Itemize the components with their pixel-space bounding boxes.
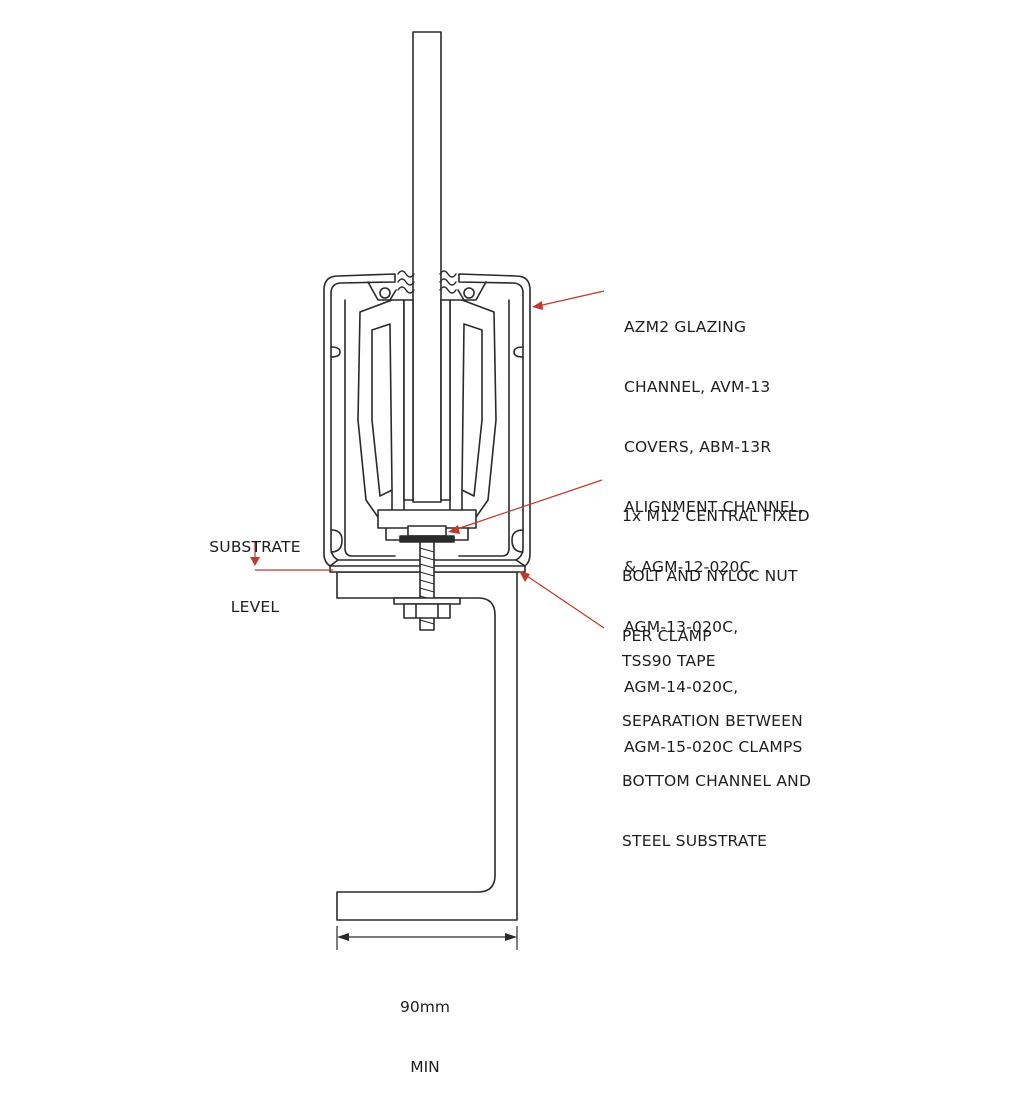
- callout-line: AGM-14-020C,: [624, 678, 739, 696]
- leader-lines: [250, 290, 605, 629]
- callout-line: ALIGNMENT CHANNEL,: [624, 498, 804, 516]
- callout-line: CHANNEL, AVM-13: [624, 378, 771, 396]
- callout-line: COVERS, ABM-13R: [624, 438, 772, 456]
- callout-substrate-level: SUBSTRATE LEVEL: [203, 497, 307, 637]
- steel-substrate-bracket: [336, 571, 518, 921]
- callout-bolt: 1x M12 CENTRAL FIXED BOLT AND NYLOC NUT …: [622, 466, 810, 666]
- callout-line: LEVEL: [230, 598, 280, 616]
- section-drawing: [250, 31, 605, 950]
- callout-glazing-channel: AZM2 GLAZING CHANNEL, AVM-13 COVERS, ABM…: [624, 277, 804, 777]
- top-gaskets: [397, 270, 457, 294]
- leader-glazing-channel: [532, 290, 605, 310]
- callout-line: TSS90 TAPE: [622, 652, 716, 670]
- callout-tape: TSS90 TAPE SEPARATION BETWEEN BOTTOM CHA…: [622, 611, 811, 871]
- dimension-90mm: [336, 926, 518, 950]
- callout-line: STEEL SUBSTRATE: [622, 832, 768, 850]
- m12-bolt: [393, 525, 461, 631]
- callout-line: AGM-15-020C CLAMPS: [624, 738, 803, 756]
- dimension-qualifier: MIN: [410, 1058, 440, 1076]
- callout-line: 1x M12 CENTRAL FIXED: [622, 507, 810, 525]
- callout-line: AZM2 GLAZING: [624, 318, 747, 336]
- callout-line: & AGM-12-020C,: [624, 558, 756, 576]
- callout-line: BOTTOM CHANNEL AND: [622, 772, 812, 790]
- callout-line: AGM-13-020C,: [624, 618, 739, 636]
- clamp-assembly: [357, 299, 497, 541]
- glazing-channel: [323, 273, 531, 567]
- callout-line: PER CLAMP: [622, 627, 712, 645]
- leader-tape: [519, 571, 605, 629]
- dimension-label: 90mm MIN: [380, 957, 470, 1097]
- leader-bolt: [448, 479, 603, 534]
- glass-panel: [412, 31, 442, 503]
- callout-line: BOLT AND NYLOC NUT: [622, 567, 798, 585]
- callout-line: SEPARATION BETWEEN: [622, 712, 803, 730]
- leader-substrate: [250, 541, 333, 571]
- dimension-value: 90mm: [400, 998, 450, 1016]
- callout-line: SUBSTRATE: [209, 538, 301, 556]
